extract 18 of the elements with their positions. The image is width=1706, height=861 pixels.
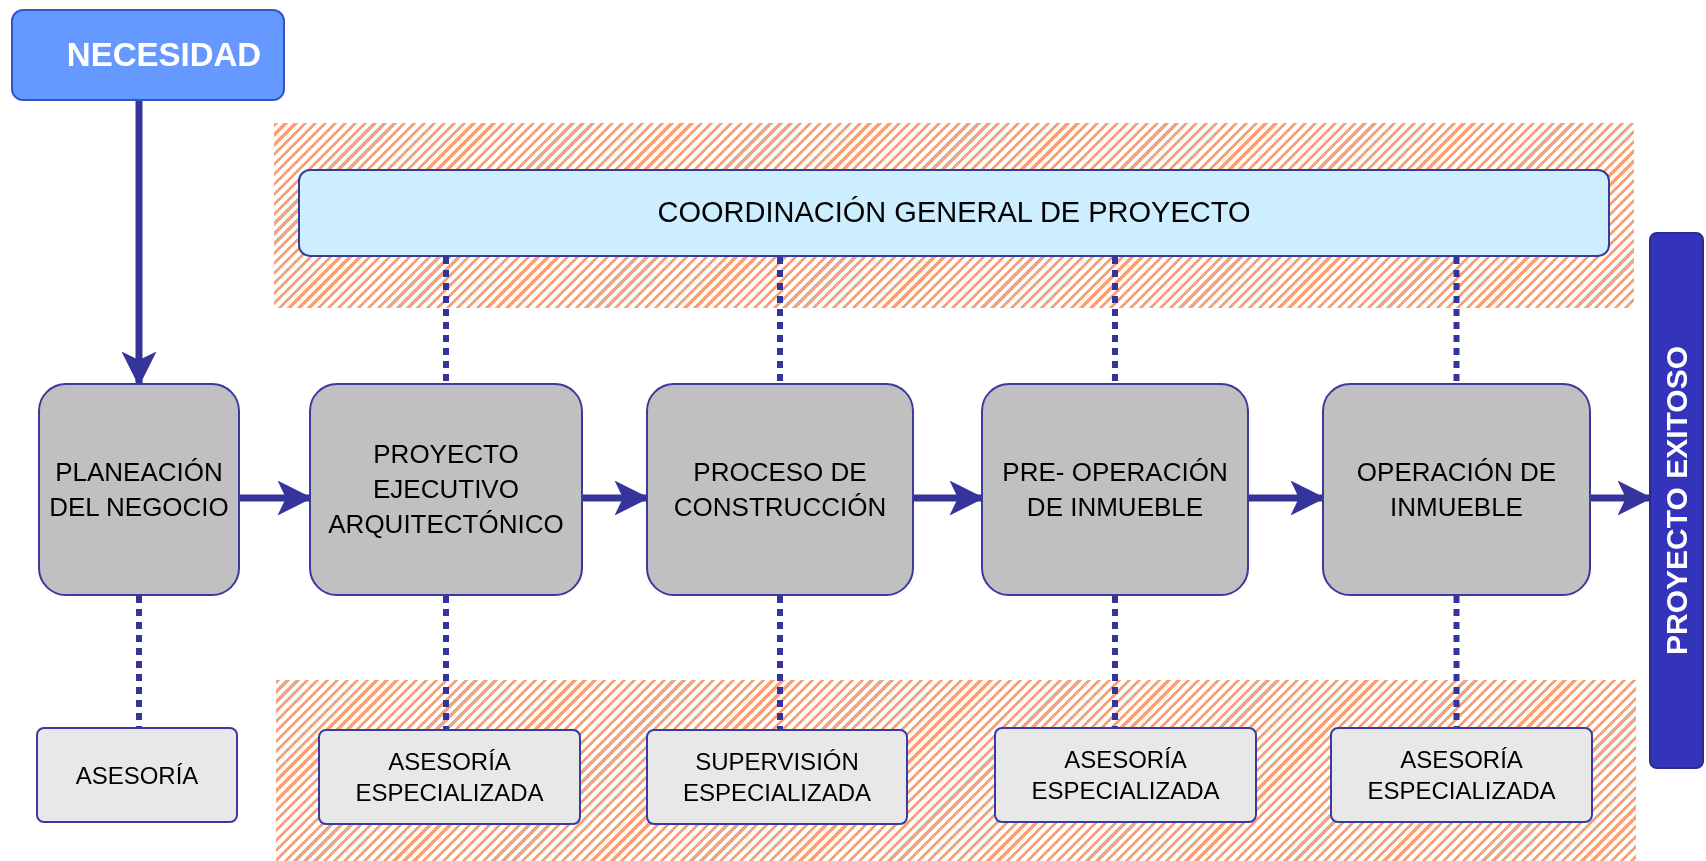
process-box: OPERACIÓN DE INMUEBLE bbox=[1322, 383, 1591, 596]
support-box: SUPERVISIÓN ESPECIALIZADA bbox=[646, 729, 908, 825]
support-box: ASESORÍA bbox=[36, 727, 238, 823]
dotted-connector bbox=[1112, 596, 1118, 727]
coordination-box: COORDINACIÓN GENERAL DE PROYECTO bbox=[298, 169, 1610, 257]
start-box: NECESIDAD bbox=[11, 9, 285, 101]
process-box: PRE- OPERACIÓN DE INMUEBLE bbox=[981, 383, 1249, 596]
process-box: PLANEACIÓN DEL NEGOCIO bbox=[38, 383, 240, 596]
support-box: ASESORÍA ESPECIALIZADA bbox=[318, 729, 581, 825]
dotted-connector bbox=[443, 596, 449, 729]
dotted-connector bbox=[136, 596, 142, 727]
support-box: ASESORÍA ESPECIALIZADA bbox=[994, 727, 1257, 823]
dotted-connector bbox=[1112, 257, 1118, 383]
support-box: ASESORÍA ESPECIALIZADA bbox=[1330, 727, 1593, 823]
process-box: PROCESO DE CONSTRUCCIÓN bbox=[646, 383, 914, 596]
process-box: PROYECTO EJECUTIVO ARQUITECTÓNICO bbox=[309, 383, 583, 596]
dotted-connector bbox=[443, 257, 449, 383]
result-bar: PROYECTO EXITOSO bbox=[1649, 232, 1704, 769]
